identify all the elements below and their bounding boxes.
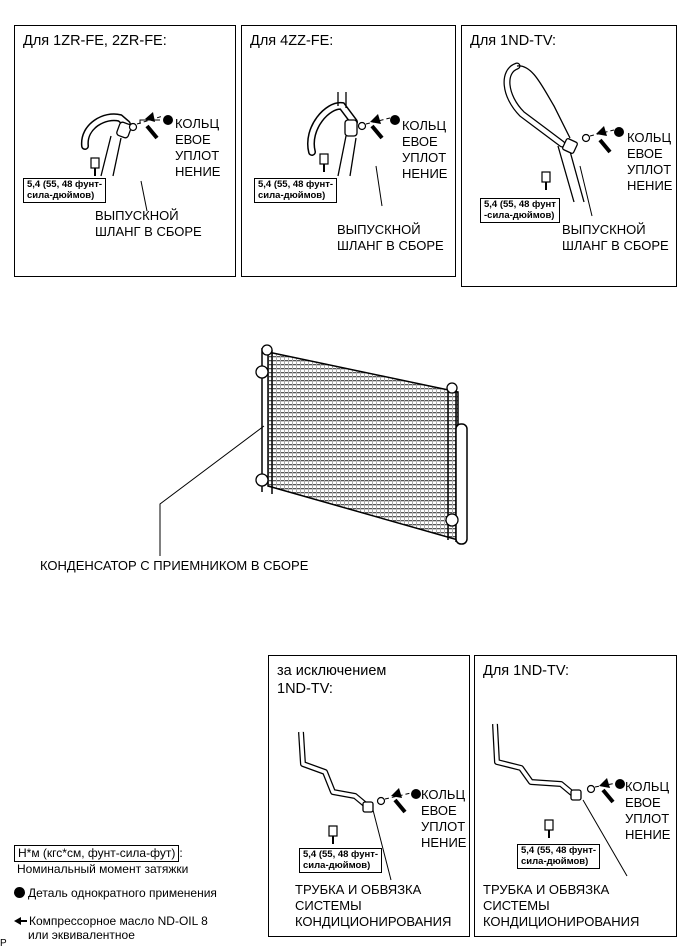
part-label: ВЫПУСКНОЙ ШЛАНГ В СБОРЕ bbox=[95, 208, 202, 239]
torque-box: 5,4 (55, 48 фунт- сила-дюймов) bbox=[23, 178, 107, 203]
legend-oil-row: Компрессорное масло ND-OIL 8 bbox=[14, 914, 264, 928]
hose-drawing bbox=[80, 112, 173, 212]
legend-colon: : bbox=[179, 846, 183, 860]
panel-title: Для 1ND-TV: bbox=[483, 663, 570, 679]
panel-4zz: Для 4ZZ-FE: КОЛЬЦ ЕВОЕ УПЛОТ НЕНИЕ 5,4 (… bbox=[241, 25, 456, 277]
torque-box: 5,4 (55, 48 фунт- сила-дюймов) bbox=[517, 844, 601, 869]
legend-oil: Компрессорное масло ND-OIL 8 bbox=[29, 914, 208, 928]
legend-torque-desc: Номинальный момент затяжки bbox=[17, 862, 189, 876]
panel-1nd-tv-top: Для 1ND-TV: КОЛЬЦ ЕВОЕ УПЛОТ НЕНИЕ 5,4 (… bbox=[461, 25, 677, 287]
pipe-drawing bbox=[492, 723, 628, 877]
oil-arrow-shaft bbox=[21, 920, 27, 922]
oring-label: КОЛЬЦ ЕВОЕ УПЛОТ НЕНИЕ bbox=[627, 130, 673, 193]
panel-except-1nd-tv: за исключением 1ND-TV: КОЛЬЦ ЕВОЕ УПЛОТ … bbox=[268, 655, 470, 937]
single-use-dot-icon bbox=[14, 887, 25, 898]
legend-single-use: Деталь однократного применения bbox=[28, 886, 217, 900]
condenser-label: КОНДЕНСАТОР С ПРИЕМНИКОМ В СБОРЕ bbox=[40, 558, 309, 573]
panel-title: Для 4ZZ-FE: bbox=[250, 33, 334, 49]
oil-arrow-icon bbox=[14, 917, 21, 925]
legend-units: Н*м (кгс*см, фунт-сила-фут) bbox=[14, 845, 180, 862]
legend-units-row: Н*м (кгс*см, фунт-сила-фут): bbox=[14, 845, 264, 862]
torque-box: 5,4 (55, 48 фунт- сила-дюймов) bbox=[299, 848, 383, 873]
pipe-drawing bbox=[298, 731, 421, 881]
panel-1zr-2zr: Для 1ZR-FE, 2ZR-FE: КОЛЬЦ ЕВОЕ УПЛОТ НЕН… bbox=[14, 25, 236, 277]
panel-title: за исключением 1ND-TV: bbox=[277, 663, 387, 697]
legend-oil2: или эквивалентное bbox=[28, 928, 135, 942]
part-label: ТРУБКА И ОБВЯЗКА СИСТЕМЫ КОНДИЦИОНИРОВАН… bbox=[295, 882, 452, 929]
hose-drawing bbox=[307, 92, 400, 207]
part-label: ВЫПУСКНОЙ ШЛАНГ В СБОРЕ bbox=[337, 222, 444, 253]
oring-label: КОЛЬЦ ЕВОЕ УПЛОТ НЕНИЕ bbox=[625, 779, 671, 842]
hose-drawing bbox=[503, 62, 624, 217]
panel-title: Для 1ND-TV: bbox=[470, 33, 557, 49]
panel-1nd-tv-bottom: Для 1ND-TV: КОЛЬЦ ЕВОЕ УПЛОТ НЕНИЕ 5,4 (… bbox=[474, 655, 677, 937]
oring-label: КОЛЬЦ ЕВОЕ УПЛОТ НЕНИЕ bbox=[402, 118, 448, 181]
oring-label: КОЛЬЦ ЕВОЕ УПЛОТ НЕНИЕ bbox=[421, 787, 467, 850]
corner-code: P bbox=[0, 938, 7, 949]
oring-label: КОЛЬЦ ЕВОЕ УПЛОТ НЕНИЕ bbox=[175, 116, 221, 179]
legend: Н*м (кгс*см, фунт-сила-фут): Номинальный… bbox=[14, 845, 264, 942]
torque-box: 5,4 (55, 48 фунт- сила-дюймов) bbox=[254, 178, 338, 203]
part-label: ТРУБКА И ОБВЯЗКА СИСТЕМЫ КОНДИЦИОНИРОВАН… bbox=[483, 882, 640, 929]
legend-single-use-row: Деталь однократного применения bbox=[14, 886, 264, 900]
torque-box: 5,4 (55, 48 фунт -сила-дюймов) bbox=[480, 198, 560, 223]
part-label: ВЫПУСКНОЙ ШЛАНГ В СБОРЕ bbox=[562, 222, 669, 253]
panel-title: Для 1ZR-FE, 2ZR-FE: bbox=[23, 33, 167, 49]
